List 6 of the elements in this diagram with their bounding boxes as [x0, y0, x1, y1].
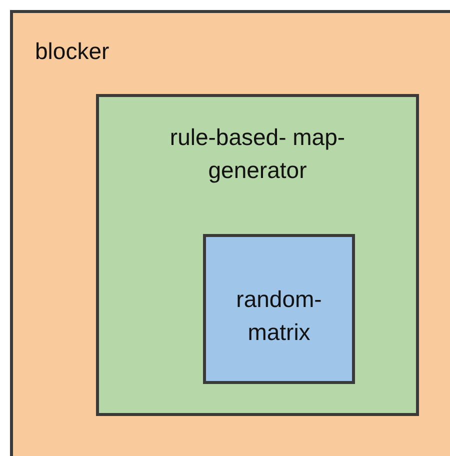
- container-box: [203, 234, 355, 384]
- container-box: [96, 94, 419, 416]
- container-box: [10, 10, 450, 456]
- box-label: rule-based- map-generator: [168, 123, 346, 185]
- box-label: random- matrix: [235, 285, 323, 347]
- box-label: blocker: [35, 37, 110, 66]
